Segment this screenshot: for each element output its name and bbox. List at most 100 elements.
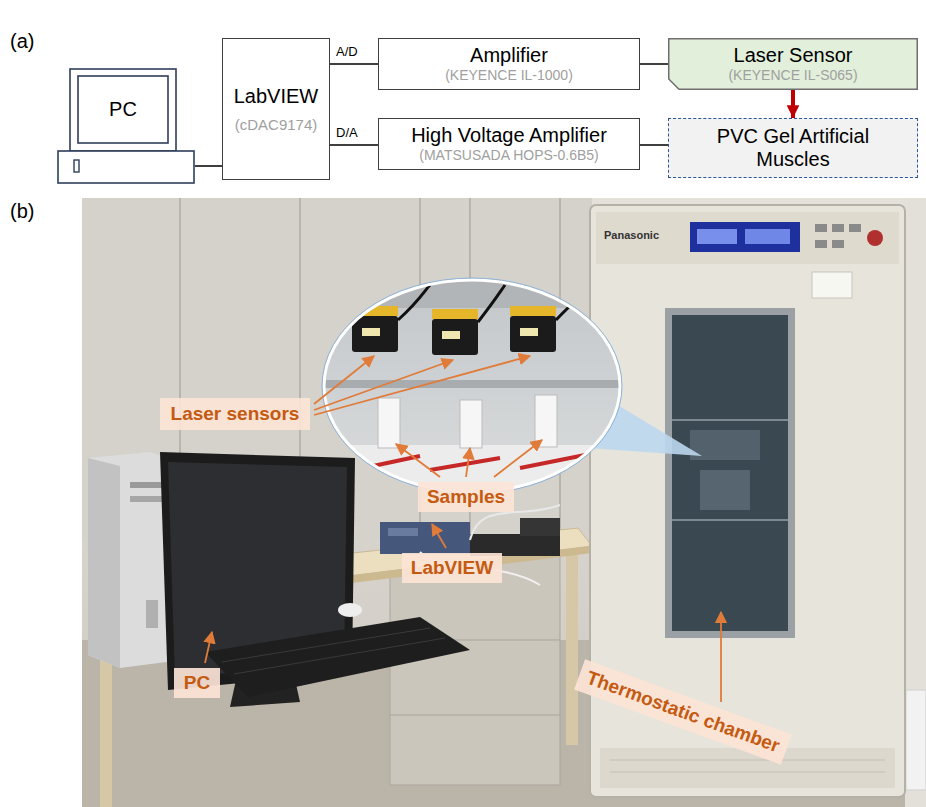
zoom-inset xyxy=(322,380,622,388)
zoom-inset xyxy=(378,398,400,448)
callout-arrow xyxy=(494,440,542,477)
node-title: Thermostatic chamber xyxy=(584,667,783,757)
signal-label: A/D xyxy=(336,45,358,60)
connector xyxy=(330,63,378,65)
keyboard xyxy=(234,638,445,674)
zoom-inset xyxy=(535,395,557,447)
connector xyxy=(195,165,222,167)
zoom-inset xyxy=(460,400,482,448)
thermostatic-chamber xyxy=(600,748,895,788)
desk xyxy=(566,545,578,745)
thermostatic-chamber xyxy=(700,470,750,510)
node-title: Laser Sensor xyxy=(734,44,853,67)
keyboard xyxy=(205,603,470,697)
zoom-inset xyxy=(520,328,538,336)
zoom-inset xyxy=(432,319,478,355)
zoom-inset xyxy=(432,309,478,319)
connector xyxy=(330,144,378,146)
thermostatic-chamber xyxy=(815,240,827,248)
callout-label: Samples xyxy=(418,482,514,512)
brand-label: Panasonic xyxy=(604,229,659,242)
callout-arrow xyxy=(314,356,374,404)
callout-label: Thermostatic chamber xyxy=(574,659,792,764)
zoom-inset xyxy=(322,278,622,494)
zoom-inset xyxy=(362,328,380,336)
process-box: High Voltage Amplifier(MATSUSADA HOPS-0.… xyxy=(378,118,640,170)
node-title: LabVIEW xyxy=(234,85,318,108)
connector xyxy=(640,63,668,65)
thermostatic-chamber xyxy=(672,419,788,421)
inset-border xyxy=(324,280,620,492)
callout-label: Laser sensors xyxy=(160,398,310,430)
container xyxy=(906,690,926,790)
desk xyxy=(390,715,560,716)
computer-base xyxy=(58,151,194,183)
thermostatic-chamber xyxy=(690,222,800,252)
drive-slot xyxy=(74,160,79,172)
zoom-inset xyxy=(430,458,500,470)
node-subtitle: (KEYENCE IL-1000) xyxy=(445,67,573,83)
callout-arrow xyxy=(432,524,446,548)
lab-photo xyxy=(82,198,926,807)
desk xyxy=(390,555,560,785)
node-subtitle: (cDAC9174) xyxy=(235,116,318,133)
connector xyxy=(791,90,795,118)
wall xyxy=(905,198,926,807)
node-title: High Voltage Amplifier xyxy=(411,124,607,147)
zoom-inset xyxy=(352,316,398,352)
thermostatic-chamber xyxy=(610,772,885,773)
node-subtitle: (MATSUSADA HOPS-0.6B5) xyxy=(419,147,598,163)
zoom-inset xyxy=(322,278,622,495)
sensor-box: Laser Sensor(KEYENCE IL-S065) xyxy=(668,38,918,90)
callout-label: LabVIEW xyxy=(402,553,502,583)
callout-arrow xyxy=(720,612,722,702)
keyboard xyxy=(338,603,362,617)
node-title: Laser sensors xyxy=(171,403,300,425)
thermostatic-chamber xyxy=(610,760,885,761)
thermostatic-chamber xyxy=(832,240,844,248)
callout-arrow xyxy=(396,444,440,477)
callout-arrow xyxy=(314,360,453,410)
node-title: PC xyxy=(184,672,210,694)
node-subtitle: (KEYENCE IL-S065) xyxy=(728,67,857,83)
thermostatic-chamber xyxy=(867,230,883,246)
panel-label: (a) xyxy=(10,30,34,53)
node-title: PC xyxy=(109,98,137,121)
sensor-shape xyxy=(669,39,918,90)
thermostatic-chamber xyxy=(745,229,790,244)
computer-tower xyxy=(146,600,158,628)
lab-photo xyxy=(82,198,926,807)
daq-hardware xyxy=(520,518,560,536)
computer-icon: PC xyxy=(57,68,195,184)
callout-arrow xyxy=(466,448,470,477)
zoom-inset xyxy=(510,316,556,352)
computer-tower xyxy=(88,458,120,668)
zoom-inset xyxy=(442,331,460,339)
zoom-inset xyxy=(322,278,622,308)
thermostatic-chamber xyxy=(832,224,844,232)
node-title: LabVIEW xyxy=(411,557,493,579)
actuator-box: PVC Gel Artificial Muscles xyxy=(668,118,918,178)
monitor-outline xyxy=(70,69,176,151)
daq-hardware xyxy=(380,505,560,585)
computer-outline xyxy=(57,68,195,184)
daq-hardware xyxy=(380,522,470,554)
node-title: Amplifier xyxy=(470,44,548,67)
zoom-inset xyxy=(478,285,505,322)
keyboard xyxy=(205,617,470,697)
thermostatic-chamber xyxy=(672,315,788,631)
daq-hardware xyxy=(388,528,418,536)
callout-arrow xyxy=(205,632,212,663)
inset-border xyxy=(322,278,622,494)
signal-label: D/A xyxy=(336,126,358,141)
node-title: Samples xyxy=(427,486,505,508)
process-box: Amplifier(KEYENCE IL-1000) xyxy=(378,38,640,90)
thermostatic-chamber xyxy=(672,519,788,521)
zoom-inset xyxy=(510,306,556,316)
daq-box: LabVIEW (cDAC9174) xyxy=(222,38,330,180)
thermostatic-chamber xyxy=(697,229,737,244)
keyboard xyxy=(222,628,430,662)
panel-label: (b) xyxy=(10,200,34,223)
thermostatic-chamber xyxy=(665,308,795,638)
